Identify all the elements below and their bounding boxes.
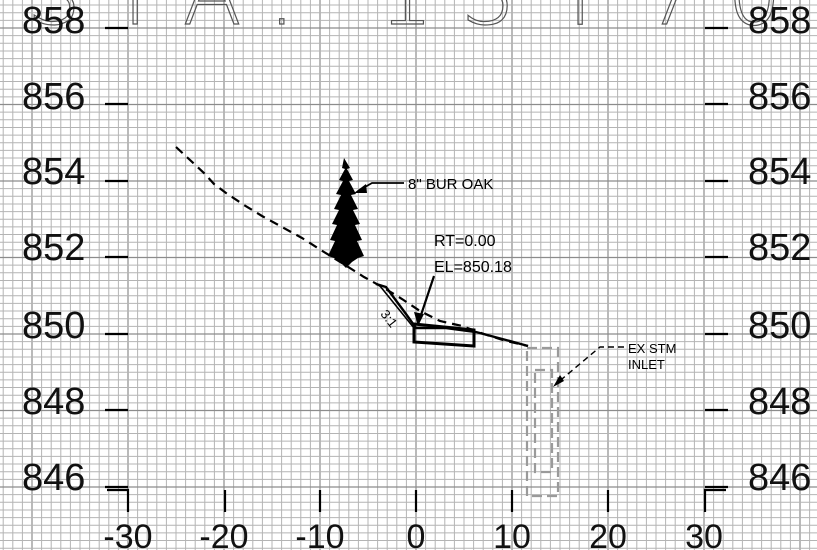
left-elevation-labels: 858 856 854 852 850 848 846	[22, 0, 85, 499]
right-elev-label-858: 858	[748, 0, 811, 42]
elevation-ticks	[105, 26, 728, 512]
conifer-tree-icon	[328, 158, 364, 268]
bottom-tick-neg30	[107, 488, 130, 512]
inlet-leader-arrow-icon	[553, 375, 564, 387]
right-elev-label-856: 856	[748, 76, 811, 118]
offset-label-30: 30	[685, 518, 723, 550]
offset-label-10: 10	[493, 518, 531, 550]
proposed-grade-line	[375, 282, 529, 348]
inlet-leader	[553, 346, 624, 387]
tree-canopy	[328, 158, 364, 268]
tree-leader-arrow-icon	[354, 184, 367, 193]
left-elev-label-846: 846	[22, 457, 85, 499]
right-elev-label-852: 852	[748, 227, 811, 269]
offset-label-neg10: -10	[295, 518, 344, 550]
bottom-tick-30	[703, 488, 726, 512]
point-label-el: EL=850.18	[434, 259, 512, 276]
proposed-slab-outline	[412, 322, 476, 348]
tree-leader	[354, 182, 404, 193]
right-elev-label-850: 850	[748, 305, 811, 347]
right-elev-label-848: 848	[748, 381, 811, 423]
tree-label: 8" BUR OAK	[408, 176, 493, 193]
point-label-rt: RT=0.00	[434, 233, 496, 250]
inlet-label-line1: EX STM	[628, 341, 676, 356]
point-leader	[414, 275, 436, 326]
left-elev-label-850: 850	[22, 305, 85, 347]
offset-label-0: 0	[407, 518, 426, 550]
inlet-inner	[533, 368, 554, 474]
leader-arrow-icon	[414, 312, 424, 326]
left-elev-label-852: 852	[22, 227, 85, 269]
right-elevation-labels: 858 856 854 852 850 848 846	[748, 0, 811, 499]
left-elev-label-856: 856	[22, 76, 85, 118]
inlet-outer	[525, 346, 560, 498]
offset-label-neg30: -30	[103, 518, 152, 550]
station-title: STA. 13+70	[26, 0, 809, 45]
right-elev-label-846: 846	[748, 457, 811, 499]
left-elev-label-858: 858	[22, 0, 85, 42]
offset-labels: -30 -20 -10 0 10 20 30	[103, 518, 722, 550]
inlet-label-line2: INLET	[628, 357, 665, 372]
slope-segment	[379, 285, 415, 329]
offset-label-neg20: -20	[199, 518, 248, 550]
existing-ground-line	[175, 146, 529, 348]
left-elev-label-854: 854	[22, 151, 85, 193]
existing-storm-inlet	[525, 346, 560, 498]
left-elev-label-848: 848	[22, 381, 85, 423]
offset-label-20: 20	[589, 518, 627, 550]
inlet-leader-line	[555, 346, 624, 385]
right-elev-label-854: 854	[748, 151, 811, 193]
